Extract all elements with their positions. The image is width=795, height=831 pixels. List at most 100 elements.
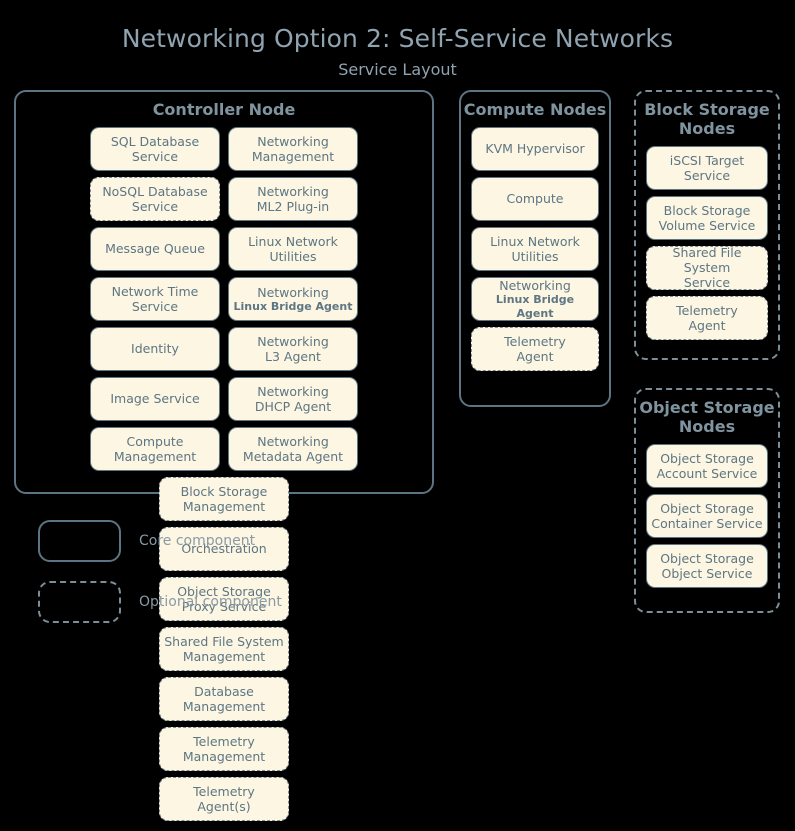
legend-core-swatch [38, 520, 121, 562]
service-label-primary: Networking [257, 284, 329, 300]
service-label-primary: Network Time [111, 283, 199, 299]
service-label-primary: Telemetry [193, 783, 255, 799]
service-label-primary: Compute [126, 433, 184, 449]
diagram-canvas: Networking Option 2: Self-Service Networ… [14, 24, 780, 821]
service-label-primary: Object Storage [660, 500, 754, 516]
service-label-secondary: Service [131, 148, 179, 164]
block-storage-nodes-title: Block Storage Nodes [644, 100, 770, 138]
legend-optional-component: Optional component [38, 581, 282, 623]
service-label-secondary: Service [683, 167, 731, 183]
service-label-secondary: Agent(s) [197, 798, 251, 814]
service-label-primary: SQL Database [110, 133, 200, 149]
service-label-primary: Compute [506, 191, 564, 207]
service-label-primary: Linux Network [248, 233, 338, 249]
service-box: Image Service [90, 376, 220, 421]
service-label-secondary: Management [113, 448, 197, 464]
service-label-primary: Shared File System [164, 633, 284, 649]
service-label-primary: Block Storage [663, 202, 751, 218]
service-label-secondary: Proxy Service [181, 598, 267, 614]
service-label-secondary: L3 Agent [265, 348, 321, 364]
service-label-secondary: Management [182, 748, 266, 764]
service-label-primary: Telemetry [193, 733, 255, 749]
service-label-primary: Identity [131, 341, 179, 357]
object-storage-nodes-title: Object Storage Nodes [639, 398, 775, 436]
service-label-secondary: Management [182, 698, 266, 714]
service-label-primary: Database [194, 683, 254, 699]
service-label-secondary: Container Service [651, 515, 763, 531]
service-label-secondary: Management [182, 498, 266, 514]
legend-core-label: Core component [139, 533, 256, 549]
legend-optional-swatch [38, 581, 121, 623]
service-label-secondary: Account Service [656, 465, 758, 481]
compute-nodes-title: Compute Nodes [463, 100, 607, 119]
service-label-secondary: Agent [516, 348, 554, 364]
service-label-secondary: DHCP Agent [254, 398, 332, 414]
service-label-primary: Object Storage [660, 550, 754, 566]
service-label-secondary: Linux Bridge Agent [233, 299, 353, 313]
service-label-secondary: Metadata Agent [242, 448, 344, 464]
service-label-primary: Message Queue [105, 241, 205, 257]
page-title: Networking Option 2: Self-Service Networ… [121, 24, 674, 53]
service-label-primary: Image Service [110, 391, 200, 407]
service-label-secondary: Utilities [511, 248, 559, 264]
service-label-secondary: Utilities [269, 248, 317, 264]
service-label-primary: Telemetry [504, 333, 566, 349]
service-label-secondary: Agent [688, 317, 726, 333]
service-box: KVM Hypervisor [471, 126, 599, 171]
service-label-primary: KVM Hypervisor [485, 141, 585, 157]
service-label-primary: Networking [499, 277, 571, 293]
service-label-secondary: Service [131, 298, 179, 314]
service-label-primary: iSCSI Target [669, 152, 745, 168]
service-label-secondary: ML2 Plug-in [256, 198, 330, 214]
page-subtitle: Service Layout [338, 60, 457, 79]
service-label-primary: Networking [257, 133, 329, 149]
service-box: Message Queue [90, 226, 220, 271]
service-label-primary: NoSQL Database [102, 183, 208, 199]
service-label-secondary: Volume Service [658, 217, 756, 233]
service-label-primary: Linux Network [490, 233, 580, 249]
service-label-primary: Orchestration [181, 541, 267, 557]
service-label-primary: Shared File System [672, 244, 742, 276]
service-label-primary: Object Storage [177, 583, 271, 599]
service-label-primary: Networking [257, 383, 329, 399]
service-box: Identity [90, 326, 220, 371]
service-label-secondary: Object Service [661, 565, 753, 581]
controller-node-title: Controller Node [152, 100, 296, 119]
service-label-primary: Object Storage [660, 450, 754, 466]
service-label-secondary: Linux Bridge Agent [495, 293, 575, 320]
service-label-secondary: Management [182, 648, 266, 664]
service-label-primary: Networking [257, 183, 329, 199]
